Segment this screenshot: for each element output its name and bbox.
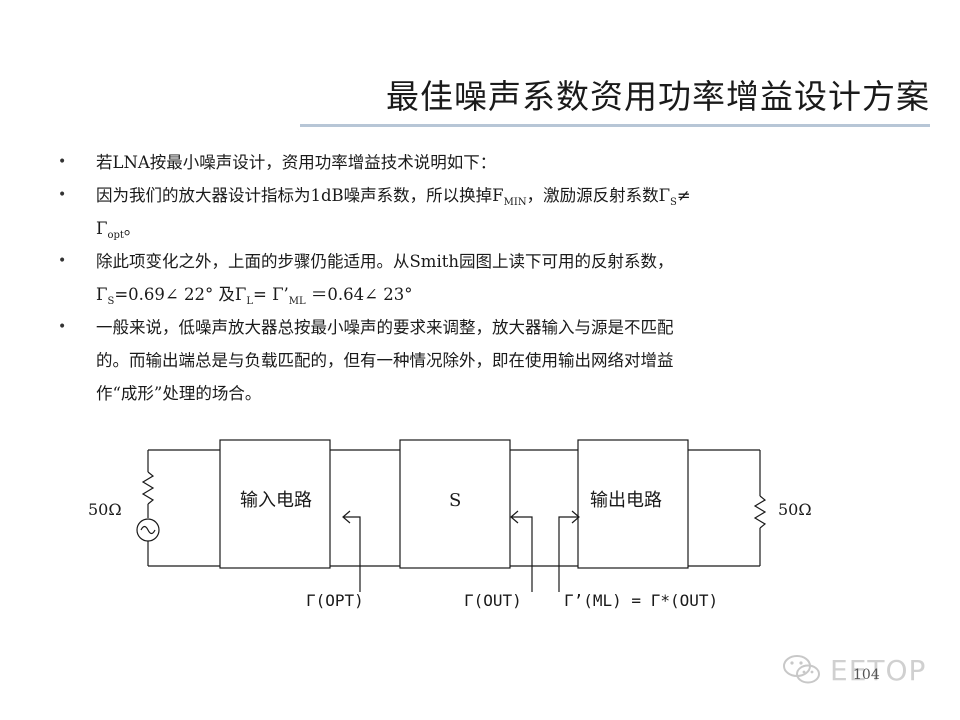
subscript: opt: [107, 230, 124, 241]
title-divider: [300, 124, 930, 127]
page-number: 104: [853, 667, 880, 683]
bullet-dot: •: [58, 154, 67, 170]
bullet-item-4-cont1: 的。而输出端总是与负载匹配的，但有一种情况除外，即在使用输出网络对增益: [58, 344, 888, 377]
bullet-list: • 若LNA按最小噪声设计，资用功率增益技术说明如下： • 因为我们的放大器设计…: [58, 146, 888, 410]
gamma-opt-label: Γ(OPT): [306, 591, 364, 610]
gamma-opt-indicator: [344, 516, 361, 592]
bullet-item-2: • 因为我们的放大器设计指标为1dB噪声系数，所以换掉FMIN，激励源反射系数Γ…: [58, 179, 888, 212]
bullet-text: 若LNA按最小噪声设计，资用功率增益技术说明如下：: [96, 153, 497, 172]
bullet-text: = Γ’: [253, 285, 289, 304]
slide-title: 最佳噪声系数资用功率增益设计方案: [386, 77, 930, 116]
arrow-left-icon: [342, 510, 351, 524]
output-circuit-label: 输出电路: [590, 490, 662, 511]
gamma-out-indicator: [512, 516, 533, 592]
bullet-item-3: • 除此项变化之外，上面的步骤仍能适用。从Smith园图上读下可用的反射系数，: [58, 245, 888, 278]
bullet-dot: •: [58, 253, 67, 269]
s-label: S: [449, 490, 461, 511]
bullet-text: 因为我们的放大器设计指标为1dB噪声系数，所以换掉F: [96, 186, 504, 205]
arrow-right-icon: [571, 510, 580, 524]
subscript: MIN: [503, 197, 527, 208]
bullet-text: ≠: [676, 186, 691, 205]
bullet-item-2-cont: Γopt。: [58, 212, 888, 245]
watermark-text: EETOP: [830, 653, 927, 687]
amplifier-block-diagram: 50Ω 50Ω 输入电路 S 输出电路 Γ(OPT) Γ(OUT) Γ’(ML)…: [88, 439, 812, 610]
bullet-item-3-cont: ΓS=0.69∠ 22° 及ΓL= Γ’ML ＝0.64∠ 23°: [58, 278, 888, 311]
bullet-item-4: • 一般来说，低噪声放大器总按最小噪声的要求来调整，放大器输入与源是不匹配: [58, 311, 888, 344]
output-circuit-block: [577, 439, 689, 569]
gamma-out-label: Γ(OUT): [464, 591, 522, 610]
subscript: S: [107, 296, 115, 307]
bullet-text: ，激励源反射系数Γ: [526, 186, 671, 205]
bullet-dot: •: [58, 187, 67, 203]
wechat-logo-icon: [783, 655, 820, 684]
bullet-dot: •: [58, 319, 67, 335]
load-resistance-label: 50Ω: [778, 500, 812, 519]
source-resistor: [141, 471, 155, 505]
s-block: [399, 439, 511, 569]
bullet-text: =0.69∠ 22° 及Γ: [114, 285, 247, 304]
bullet-text: 作“成形”处理的场合。: [96, 384, 262, 403]
load-resistor: [753, 495, 767, 529]
bullet-text: ＝0.64∠ 23°: [305, 285, 413, 304]
bullet-text: Γ: [96, 219, 108, 238]
subscript: L: [246, 296, 254, 307]
input-circuit-block: [219, 439, 331, 569]
source-resistance-label: 50Ω: [88, 500, 122, 519]
bullet-text: 除此项变化之外，上面的步骤仍能适用。从Smith园图上读下可用的反射系数，: [96, 252, 674, 271]
bullet-text: 的。而输出端总是与负载匹配的，但有一种情况除外，即在使用输出网络对增益: [96, 351, 674, 370]
gamma-ml-label: Γ’(ML) = Γ*(OUT): [564, 591, 718, 610]
bullet-item-4-cont2: 作“成形”处理的场合。: [58, 377, 888, 410]
arrow-left-icon: [510, 510, 519, 524]
input-circuit-label: 输入电路: [240, 490, 312, 511]
bullet-text: 一般来说，低噪声放大器总按最小噪声的要求来调整，放大器输入与源是不匹配: [96, 318, 674, 337]
sine-wave-icon: [140, 525, 156, 535]
subscript: S: [670, 197, 677, 208]
watermark: EETOP: [782, 650, 942, 690]
bullet-text: Γ: [96, 285, 108, 304]
gamma-ml-indicator: [558, 516, 578, 592]
bullet-item-1: • 若LNA按最小噪声设计，资用功率增益技术说明如下：: [58, 146, 888, 179]
bullet-text: 。: [123, 219, 141, 238]
subscript: ML: [288, 296, 306, 307]
